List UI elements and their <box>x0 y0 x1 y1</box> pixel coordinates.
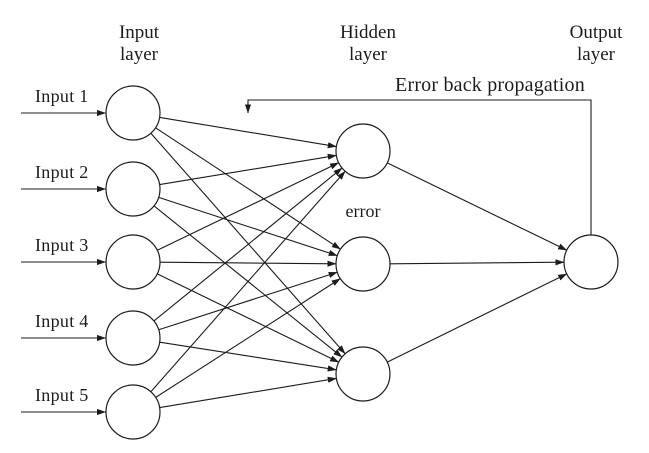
edge-input5-hidden1 <box>150 170 346 393</box>
edge-hidden1-output1 <box>387 162 568 251</box>
edge-input4-hidden2 <box>158 271 338 331</box>
input-label-4: Input 4 <box>35 311 89 331</box>
output-node-1 <box>563 234 619 290</box>
input-label-1: Input 1 <box>35 86 89 106</box>
edge-input3-hidden1 <box>157 162 340 251</box>
header-hidden-line2: layer <box>349 44 388 65</box>
edge-input1-hidden1 <box>159 116 337 149</box>
hidden-node-1 <box>335 123 391 179</box>
edge-hidden2-output1 <box>389 259 565 266</box>
hidden-node-2 <box>335 236 391 292</box>
feedback-group <box>244 99 592 235</box>
header-hidden-line1: Hidden <box>340 22 396 43</box>
input-node-3 <box>105 234 161 290</box>
annotation-error-back-propagation: Error back propagation <box>395 74 585 96</box>
header-input-line2: layer <box>120 44 159 65</box>
input-node-1 <box>105 85 161 141</box>
edge-input2-hidden2 <box>158 196 338 257</box>
labels-group: Input layer Hidden layer Output layer Er… <box>35 22 623 405</box>
edge-input1-hidden2 <box>155 127 341 250</box>
header-output-line1: Output <box>570 22 624 43</box>
edge-input5-hidden2 <box>155 278 341 398</box>
input-label-5: Input 5 <box>35 385 89 405</box>
edge-input3-hidden3 <box>157 273 340 363</box>
input-node-4 <box>105 310 161 366</box>
edge-hidden3-output1 <box>386 273 568 363</box>
annotation-error: error <box>346 201 381 221</box>
header-input-line1: Input <box>119 22 160 43</box>
hidden-node-3 <box>335 346 391 402</box>
input-label-3: Input 3 <box>35 235 89 255</box>
edges-group <box>21 109 568 416</box>
edge-input4-hidden3 <box>159 341 337 372</box>
input-label-2: Input 2 <box>35 162 89 182</box>
edge-input2-hidden1 <box>159 153 337 186</box>
input-node-2 <box>105 161 161 217</box>
nodes-group <box>105 85 619 440</box>
edge-input5-hidden3 <box>159 376 337 409</box>
edge-input4-hidden1 <box>153 167 343 322</box>
input-node-5 <box>105 384 161 440</box>
edge-input1-hidden3 <box>150 132 346 355</box>
edge-input3-hidden2 <box>159 260 337 267</box>
feedback-path <box>244 99 592 235</box>
header-output-line2: layer <box>577 44 616 65</box>
